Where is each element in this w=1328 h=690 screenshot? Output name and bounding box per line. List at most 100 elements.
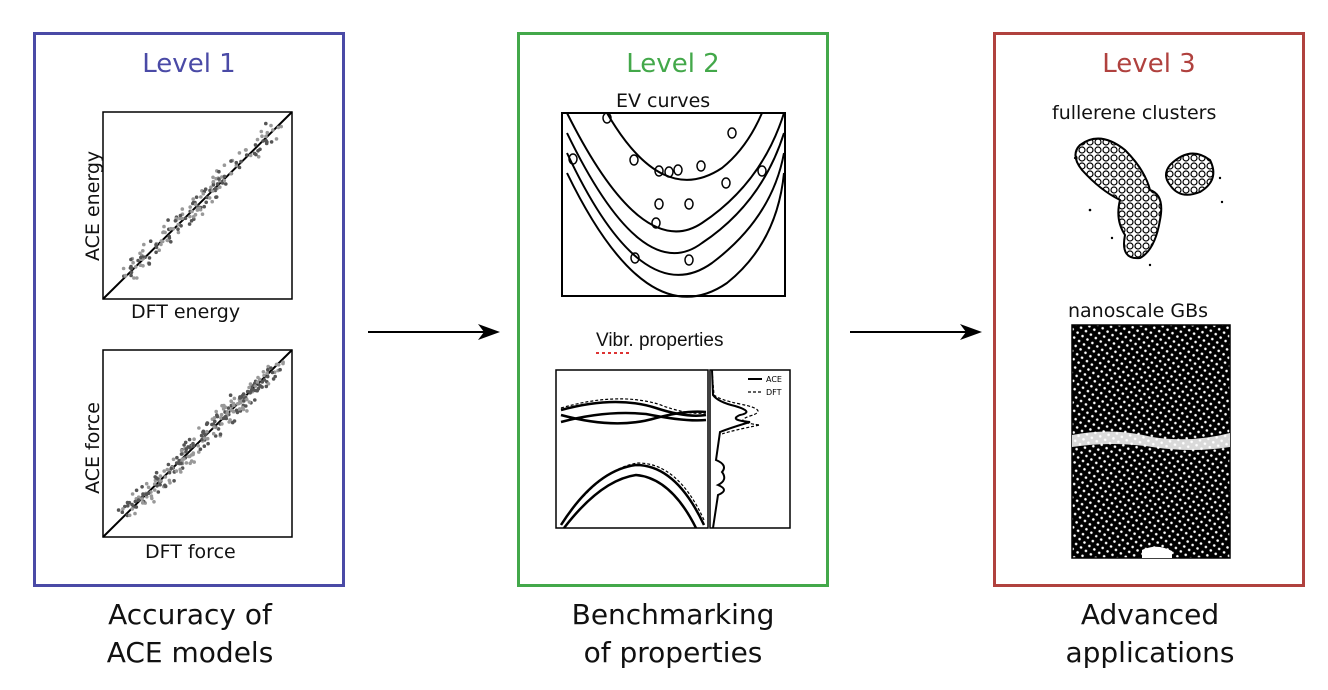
scatter-point	[231, 409, 236, 414]
scatter-point	[130, 492, 135, 496]
scatter-point	[244, 153, 249, 157]
scatter-point	[243, 148, 248, 152]
scatter-point	[253, 398, 257, 402]
scatter-point	[188, 205, 192, 209]
scatter-point	[191, 214, 196, 219]
scatter-point	[264, 121, 268, 126]
scatter-point	[235, 402, 240, 406]
scatter-point	[136, 495, 141, 499]
scatter-point	[130, 502, 134, 507]
nanoscale-gbs-title: nanoscale GBs	[1068, 300, 1209, 322]
scatter-point	[180, 216, 184, 221]
scatter-point	[135, 276, 139, 280]
scatter-point	[172, 479, 176, 483]
scatter-point	[159, 242, 163, 247]
scatter-point	[210, 189, 215, 193]
scatter-point	[154, 250, 158, 255]
level-3-panel: Level 3	[993, 32, 1305, 587]
level-1-title: Level 1	[142, 49, 236, 79]
scatter-point	[167, 470, 172, 475]
scatter-point	[167, 234, 171, 239]
scatter-point	[269, 366, 273, 370]
scatter-point	[163, 475, 168, 479]
scatter-point	[144, 492, 149, 497]
scatter-point	[204, 200, 208, 205]
scatter-point	[136, 498, 141, 502]
scatter-point	[160, 239, 165, 244]
phonon-dos-plot: ACE DFT	[709, 369, 791, 529]
scatter-point	[265, 130, 270, 135]
scatter-point	[222, 163, 227, 167]
scatter-point	[219, 412, 224, 417]
scatter-point	[188, 214, 192, 219]
scatter-point	[134, 505, 139, 509]
force-parity-plot	[102, 349, 293, 538]
scatter-point	[189, 459, 194, 463]
scatter-point	[229, 171, 233, 176]
scatter-point	[238, 396, 242, 400]
scatter-point	[207, 196, 212, 200]
scatter-point	[261, 139, 265, 143]
scatter-point	[188, 446, 192, 450]
scatter-point	[266, 367, 270, 372]
level-1-panel: Level 1	[33, 32, 345, 587]
scatter-point	[165, 238, 169, 243]
scatter-point	[229, 159, 233, 163]
scatter-point	[146, 485, 151, 490]
scatter-point	[260, 380, 265, 384]
scatter-point	[266, 364, 270, 369]
scatter-point	[158, 474, 163, 478]
scatter-point	[169, 466, 173, 471]
scatter-point	[229, 399, 233, 403]
scatter-point	[281, 360, 285, 364]
scatter-point	[202, 444, 207, 448]
scatter-point	[258, 384, 263, 388]
scatter-point	[213, 186, 218, 191]
scatter-point	[256, 155, 261, 159]
scatter-point	[139, 255, 143, 260]
scatter-point	[209, 185, 213, 190]
scatter-point	[148, 239, 153, 243]
energy-plot-ylabel: ACE energy	[82, 150, 104, 261]
scatter-point	[178, 467, 182, 472]
scatter-point	[138, 263, 143, 267]
scatter-point	[191, 197, 195, 201]
scatter-point	[161, 230, 165, 235]
scatter-point	[222, 174, 227, 179]
legend-dft: DFT	[766, 388, 782, 397]
scatter-point	[273, 374, 277, 379]
scatter-point	[270, 370, 275, 375]
scatter-point	[175, 455, 179, 460]
scatter-point	[212, 425, 216, 429]
scatter-point	[264, 141, 269, 146]
scatter-point	[228, 418, 232, 422]
scatter-point	[190, 209, 194, 214]
arrow-right-icon	[368, 324, 500, 340]
scatter-point	[133, 511, 137, 516]
scatter-point	[214, 176, 218, 181]
scatter-point	[129, 273, 133, 278]
scatter-point	[176, 222, 180, 227]
scatter-point	[214, 409, 218, 414]
scatter-point	[215, 182, 220, 186]
scatter-point	[238, 400, 243, 405]
scatter-point	[166, 218, 170, 222]
scatter-point	[184, 447, 189, 451]
scatter-point	[173, 219, 178, 223]
scatter-point	[155, 484, 159, 488]
scatter-point	[210, 199, 214, 204]
scatter-point	[253, 384, 258, 388]
scatter-point	[192, 437, 196, 441]
scatter-point	[136, 258, 140, 263]
scatter-point	[226, 406, 231, 410]
scatter-point	[138, 251, 142, 256]
scatter-point	[179, 448, 184, 453]
scatter-point	[199, 433, 204, 438]
scatter-point	[120, 510, 125, 514]
scatter-point	[248, 382, 253, 386]
scatter-point	[245, 409, 249, 413]
energy-plot-xlabel: DFT energy	[131, 301, 241, 323]
scatter-point	[187, 222, 192, 226]
scatter-point	[222, 178, 227, 183]
scatter-point	[162, 469, 166, 473]
